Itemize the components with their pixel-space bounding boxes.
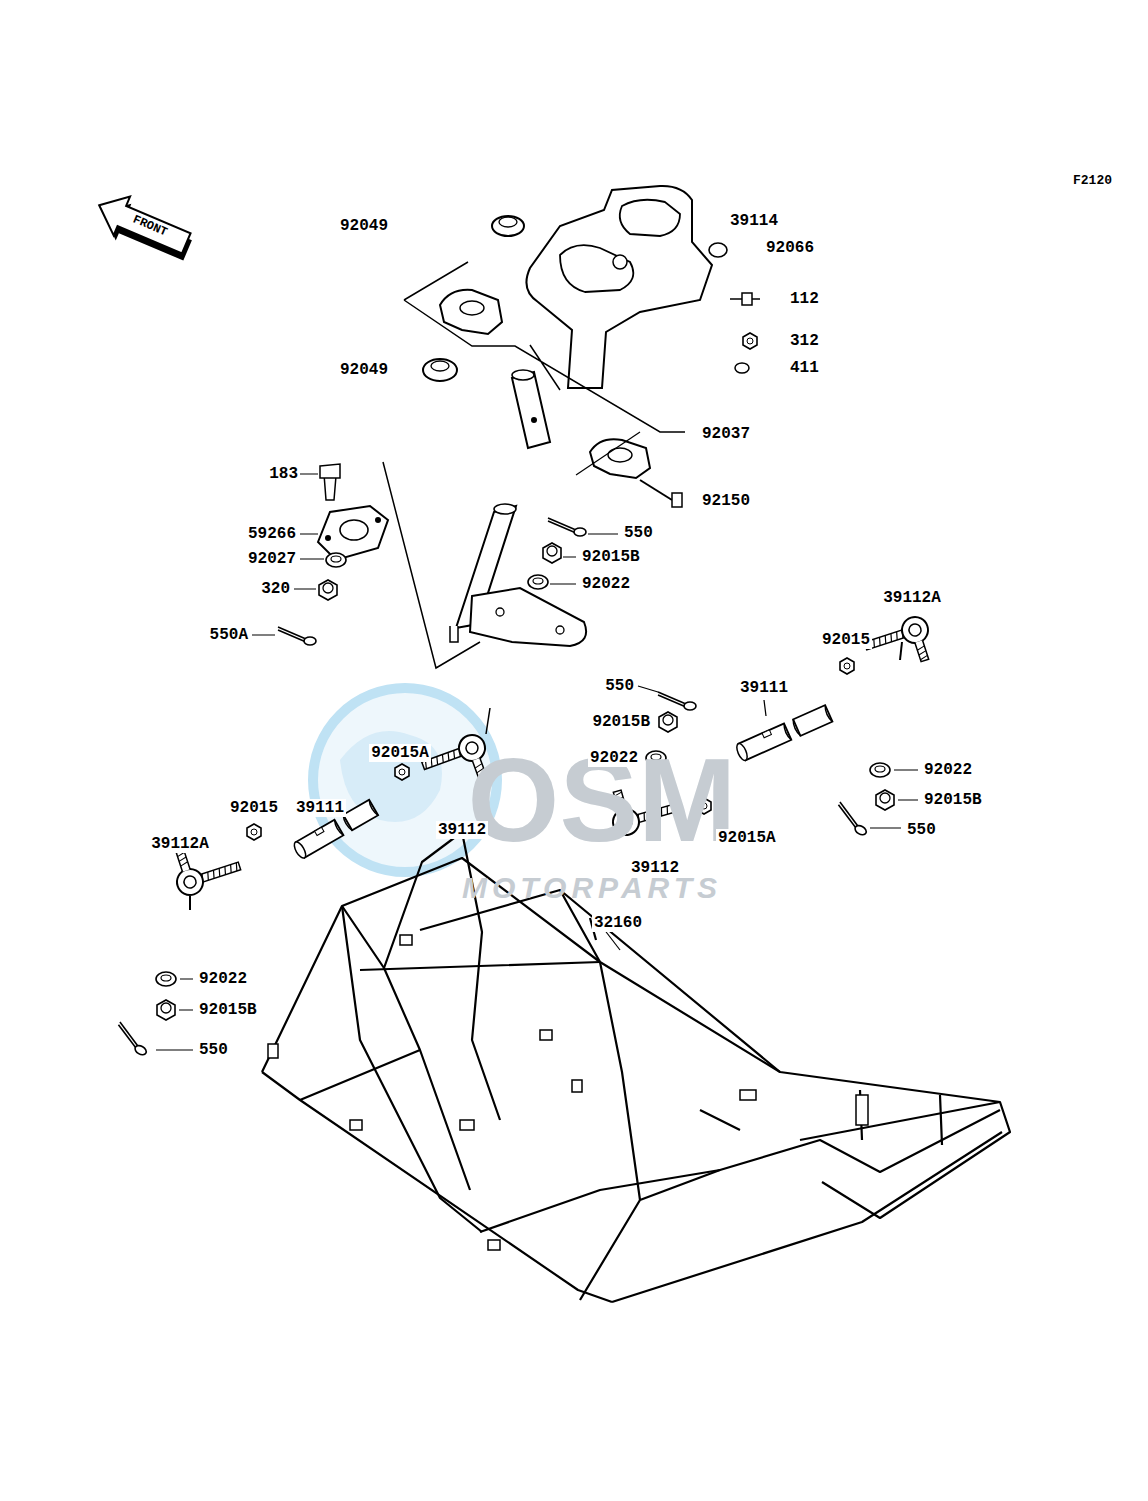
callout-number: 92015B [197,1001,259,1019]
callout-number: 39112 [629,859,681,877]
callout-number: 92015 [820,631,872,649]
callout-number: 92015B [922,791,984,809]
callout-number: 550 [603,677,636,695]
callout-number: 312 [788,332,821,350]
callout-number: 92022 [922,761,974,779]
callout-number: 550 [905,821,938,839]
watermark-text: MOTORPARTS [462,873,722,903]
callout-number: 183 [267,465,300,483]
callout-number: 92049 [338,217,390,235]
callout-number: 92066 [764,239,816,257]
callout-number: 39111 [294,799,346,817]
callout-number: 92022 [197,970,249,988]
callout-number: 550A [208,626,250,644]
callout-number: 39112A [881,589,943,607]
callout-number: 411 [788,359,821,377]
callout-number: 92027 [246,550,298,568]
callout-number: 550 [197,1041,230,1059]
callout-number: 92015B [590,713,652,731]
callout-number: 92015B [580,548,642,566]
front-arrow-text: FRONT [129,212,171,241]
callout-number: 92037 [700,425,752,443]
callout-number: 92150 [700,492,752,510]
callout-number: 92015A [369,744,431,762]
callout-number: 92015 [228,799,280,817]
callout-number: 320 [259,580,292,598]
callout-number: 550 [622,524,655,542]
callout-number: 92022 [580,575,632,593]
callout-number: 39114 [728,212,780,230]
callout-number: 112 [788,290,821,308]
callout-number: 39112 [436,821,488,839]
callout-number: 39111 [738,679,790,697]
callout-number: 32160 [592,914,644,932]
callout-number: 59266 [246,525,298,543]
figure-code: F2120 [1071,173,1114,188]
callout-number: 92049 [338,361,390,379]
callout-number: 39112A [149,835,211,853]
callout-number: 92015A [716,829,778,847]
callout-number: 92022 [588,749,640,767]
